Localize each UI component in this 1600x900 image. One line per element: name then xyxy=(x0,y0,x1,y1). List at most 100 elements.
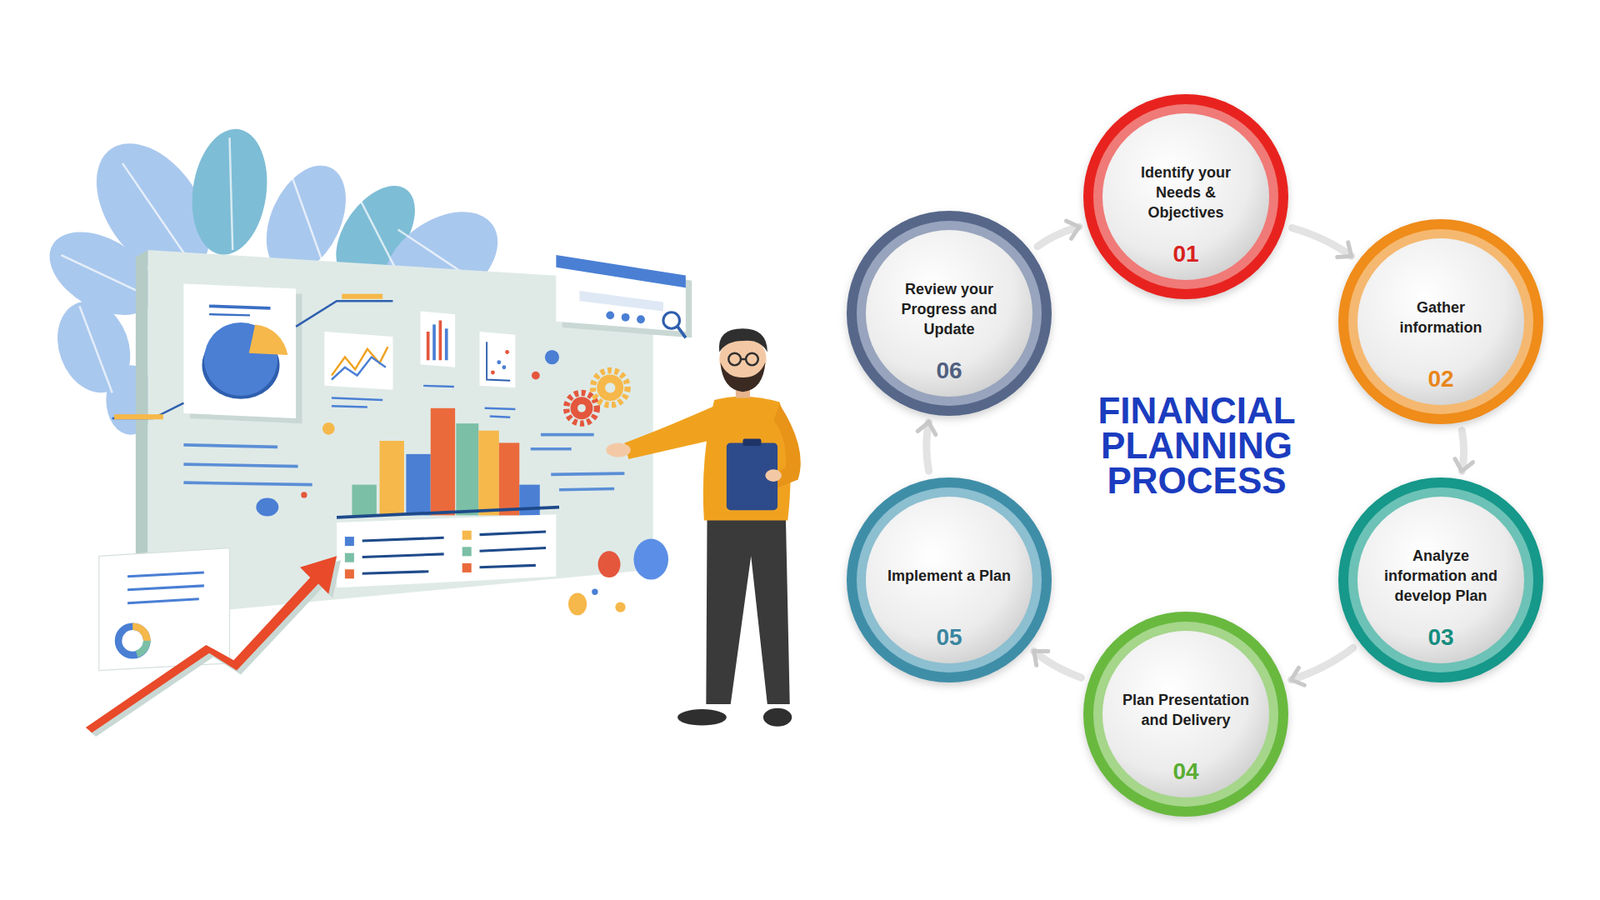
arrow-head xyxy=(1290,667,1305,685)
gears-part xyxy=(605,382,615,393)
list-card-part xyxy=(345,553,355,563)
step-label: Plan Presentation and Delivery xyxy=(1119,690,1253,730)
board-dots-part xyxy=(300,491,307,498)
list-card-part xyxy=(462,563,472,573)
bar-chart-card-part xyxy=(432,324,436,360)
bar-chart-card-part xyxy=(420,310,455,367)
browser-card-part xyxy=(621,313,630,322)
step-label: Implement a Plan xyxy=(882,565,1016,586)
bar-chart xyxy=(336,408,560,518)
circle-ring xyxy=(1338,477,1544,683)
left-card-part xyxy=(132,626,147,641)
connector-line xyxy=(926,422,930,472)
cycle-connector xyxy=(1292,227,1352,257)
board-lines-part xyxy=(530,447,572,451)
list-card-part xyxy=(462,530,472,540)
list-card-part-part xyxy=(362,537,445,541)
presenter-figure-part xyxy=(720,362,765,393)
bar-chart-card-part xyxy=(426,331,430,360)
bar-chart-part xyxy=(499,442,520,515)
step-number: 04 xyxy=(1119,757,1253,786)
floating-dots-part xyxy=(591,589,598,595)
background-leaves-part xyxy=(184,124,275,260)
presenter-figure-part xyxy=(605,442,630,457)
arrow-head xyxy=(1455,459,1474,472)
presenter-figure xyxy=(605,328,800,727)
board-dots-part xyxy=(545,350,560,365)
circle-disk xyxy=(1357,238,1525,405)
process-circle: Review your Progress and Update 06 xyxy=(845,209,1054,418)
pie-chart-card-part xyxy=(114,414,164,420)
circle-band xyxy=(1348,487,1534,673)
floating-dots-part xyxy=(568,592,587,615)
presenter-figure-part xyxy=(740,358,746,360)
list-card-part-part xyxy=(480,548,547,552)
process-circle: Gather information02 xyxy=(1336,217,1545,426)
list-card-part xyxy=(345,536,355,546)
connector-line xyxy=(1034,651,1082,679)
circle-band xyxy=(856,487,1042,673)
left-card-part xyxy=(118,626,147,655)
pie-chart-card-part xyxy=(183,283,296,419)
bar-chart-part xyxy=(351,485,376,516)
line-chart-card-part xyxy=(295,300,393,327)
board-lines-part xyxy=(550,473,625,475)
step-number: 06 xyxy=(882,356,1016,385)
pie-chart-card xyxy=(112,283,303,424)
board-dots-part xyxy=(255,498,279,517)
board-dots-part xyxy=(322,422,335,435)
pie-chart-card-part xyxy=(209,305,270,308)
scatter-card xyxy=(480,331,516,418)
presenter-figure-part xyxy=(677,709,727,726)
browser-card-part xyxy=(555,255,686,332)
bar-chart-part xyxy=(430,408,455,516)
connector-line xyxy=(1290,647,1353,680)
list-card-part xyxy=(345,569,355,579)
scatter-card-part xyxy=(490,416,510,418)
bar-chart-part xyxy=(380,440,405,515)
list-card xyxy=(336,514,556,588)
presenter-figure-part xyxy=(745,353,759,366)
step-label: Analyze information and develop Plan xyxy=(1374,545,1508,606)
bar-chart-card-part xyxy=(423,385,455,387)
pie-chart-card-part xyxy=(209,314,250,315)
line-chart-card-part xyxy=(324,331,393,390)
circle-band xyxy=(1093,104,1279,290)
step-label: Review your Progress and Update xyxy=(882,279,1016,340)
board-lines-part xyxy=(183,464,298,466)
bar-chart-card-part xyxy=(439,320,443,360)
bar-chart-card xyxy=(420,310,455,387)
arrow-head xyxy=(917,422,936,435)
scatter-card-part xyxy=(486,341,510,381)
process-circle: Identify your Needs & Objectives 01 xyxy=(1081,92,1290,301)
bar-chart-part xyxy=(519,485,540,516)
circle-ring xyxy=(1083,94,1289,300)
left-card-part-part xyxy=(127,585,205,590)
left-card-part-part xyxy=(127,572,205,577)
browser-card-part xyxy=(677,326,686,338)
floating-dots-part xyxy=(598,550,621,578)
list-card-part xyxy=(362,531,546,574)
board-lines-part xyxy=(183,445,278,447)
step-number: 02 xyxy=(1374,365,1508,394)
diagram-title: FINANCIAL PLANNING PROCESS xyxy=(1084,393,1310,499)
step-number: 01 xyxy=(1119,240,1253,269)
presenter-figure-part xyxy=(742,439,761,447)
gears-part xyxy=(570,396,593,420)
cycle-connector xyxy=(917,422,936,472)
left-card-part xyxy=(136,640,147,655)
floating-dots-part xyxy=(633,539,669,580)
board-lines-part xyxy=(183,482,312,485)
circle-disk xyxy=(1102,113,1270,280)
circle-band xyxy=(1348,229,1534,415)
scatter-card-part xyxy=(501,365,506,370)
board-dots-part xyxy=(531,371,540,380)
scatter-card-part xyxy=(505,350,510,355)
gears-part xyxy=(577,404,586,413)
cycle-connector xyxy=(1290,647,1353,685)
line-chart-card-part xyxy=(331,398,383,400)
step-label: Identify your Needs & Objectives xyxy=(1119,162,1253,223)
scatter-card-part xyxy=(496,360,501,365)
board-dots xyxy=(255,350,560,517)
scatter-card-part xyxy=(485,408,516,410)
